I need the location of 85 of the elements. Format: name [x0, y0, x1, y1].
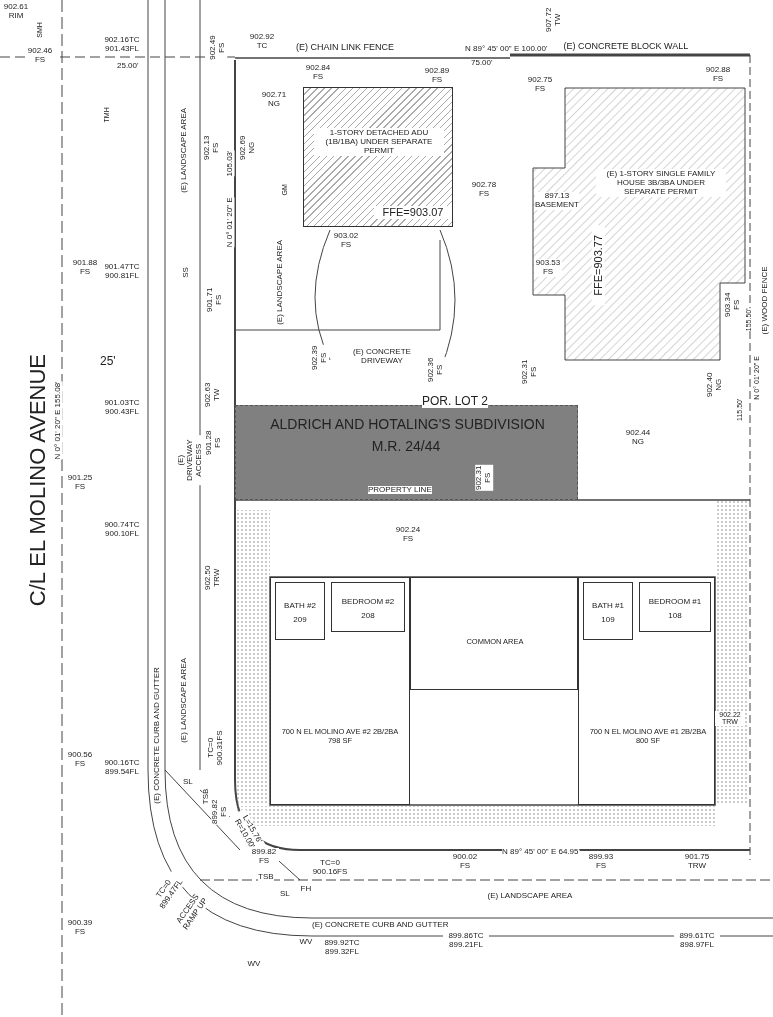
utility-label: TSB	[202, 788, 212, 804]
spot-elevation: 900.56 FS	[65, 751, 95, 769]
wall-label: (E) CONCRETE BLOCK WALL	[563, 42, 689, 52]
spot-elevation: TC=0 900.16FS	[312, 859, 348, 877]
bathroom	[275, 582, 325, 640]
spot-elevation: 902.40 NG	[706, 371, 724, 398]
spot-elevation: 903.34 FS	[724, 291, 742, 318]
spot-elevation: 900.39 FS	[65, 919, 95, 937]
spot-elevation: 901.28 FS	[205, 429, 223, 456]
spot-elevation: TC=0 900.31FS	[207, 728, 225, 767]
area-label: (E) LANDSCAPE AREA	[275, 239, 285, 325]
utility-label: SS	[181, 266, 191, 278]
curb-elevation: 899.86TC 899.21FL	[443, 932, 489, 950]
spot-elevation: 902.75 FS	[525, 76, 555, 94]
building-note: 1-STORY DETACHED ADU (1B/1BA) UNDER SEPARATE PERMIT	[314, 128, 444, 156]
dwelling-unit	[578, 577, 715, 805]
spot-elevation: 899.82 FS	[249, 848, 279, 866]
spot-elevation: 902.31 FS	[475, 464, 493, 491]
spot-elevation: 902.84 FS	[303, 64, 333, 82]
spot-elevation: 902.36 FS	[427, 356, 445, 383]
curb-label: (E) CONCRETE CURB AND GUTTER	[312, 920, 449, 930]
bedroom	[331, 582, 405, 632]
bathroom	[583, 582, 633, 640]
spot-elevation: 902.89 FS	[422, 67, 452, 85]
area-label: (E) LANDSCAPE AREA	[179, 657, 189, 743]
subdivision-title: ALDRICH AND HOTALING'S SUBDIVISION	[269, 416, 546, 433]
subdivision-band	[235, 405, 578, 500]
line-label: PROPERTY LINE	[368, 485, 432, 495]
spot-elevation: 899.82 FS	[211, 798, 229, 825]
spot-elevation: 900.02 FS	[450, 853, 480, 871]
bearing-label: N 0° 01' 20" E	[225, 197, 235, 247]
fence-label: (E) CHAIN LINK FENCE	[296, 43, 394, 53]
bearing-label: N 0° 01' 20" E 155.08'	[53, 380, 63, 459]
map-reference: M.R. 24/44	[370, 438, 442, 455]
area-label: (E) CONCRETE DRIVEWAY	[350, 348, 414, 366]
spot-elevation: 902.44 NG	[623, 429, 653, 447]
dimension-label: 25'	[100, 354, 116, 368]
utility-label: TSB	[258, 872, 274, 882]
spot-elevation: 901.75 TRW	[682, 853, 712, 871]
spot-elevation: 902.71 NG	[259, 91, 289, 109]
spot-elevation: 902.49 FS	[209, 35, 227, 60]
spot-elevation: 902.46 FS	[25, 47, 55, 65]
curb-label: (E) CONCRETE CURB AND GUTTER	[152, 666, 162, 804]
spot-elevation: 902.39 FS	[311, 344, 329, 371]
spot-elevation: 903.53 FS	[534, 259, 562, 277]
spot-elevation: 903.02 FS	[331, 232, 361, 250]
spot-elevation: 902.78 FS	[469, 181, 499, 199]
spot-elevation: 902.63 TW	[204, 381, 222, 408]
utility-label: SL	[183, 777, 193, 787]
spot-elevation: 897.13 BASEMENT	[535, 192, 579, 210]
spot-elevation: 902.61 RIM	[1, 3, 31, 21]
lot-label: POR. LOT 2	[422, 394, 488, 408]
utility-label: FH	[300, 884, 312, 894]
common-area	[410, 577, 578, 690]
dwelling-unit	[270, 577, 410, 805]
area-label: (E) LANDSCAPE AREA	[179, 107, 189, 193]
building-note: (E) 1-STORY SINGLE FAMILY HOUSE 3B/3BA UNDER SEPARATE PERMIT	[596, 169, 726, 197]
dimension-label: 25.00'	[117, 61, 139, 71]
area-label: (E) DRIVEWAY ACCESS	[176, 435, 204, 486]
spot-elevation: 901.25 FS	[65, 474, 95, 492]
utility-label: SL	[280, 889, 290, 899]
spot-elevation: 902.31 FS	[521, 358, 539, 385]
utility-label: WV	[299, 937, 313, 947]
fence-label: (E) WOOD FENCE	[760, 265, 770, 334]
bearing-label: N 89° 45' 00" E 100.00'	[465, 44, 548, 54]
spot-elevation: 899.93 FS	[586, 853, 616, 871]
curb-elevation: 899.61TC 898.97FL	[674, 932, 720, 950]
adu-building	[303, 87, 453, 227]
spot-elevation: 902.24 FS	[393, 526, 423, 544]
spot-elevation: 901.88 FS	[70, 259, 100, 277]
spot-elevation: 902.50 TRW	[204, 564, 222, 591]
spot-elevation: 902.88 FS	[703, 66, 733, 84]
dimension-label: 105.03'	[225, 149, 235, 176]
dimension-label: 75.00'	[471, 58, 493, 68]
area-label: (E) LANDSCAPE AREA	[487, 891, 573, 901]
utility-label: WV	[247, 959, 261, 969]
floor-elevation-label: FFE=903.77	[591, 225, 605, 306]
bedroom	[639, 582, 711, 632]
spot-elevation: 907.72 TW	[545, 6, 563, 33]
spot-elevation: 902.92 TC	[247, 33, 277, 51]
floor-elevation-label: FFE=903.07	[374, 206, 452, 219]
bearing-label: N 89° 45' 00" E 64.95'	[502, 847, 581, 857]
spot-elevation: 902.69 NG	[239, 134, 257, 161]
spot-elevation: 902.13 FS	[203, 134, 221, 161]
spot-elevation: 901.71 FS	[206, 286, 224, 313]
